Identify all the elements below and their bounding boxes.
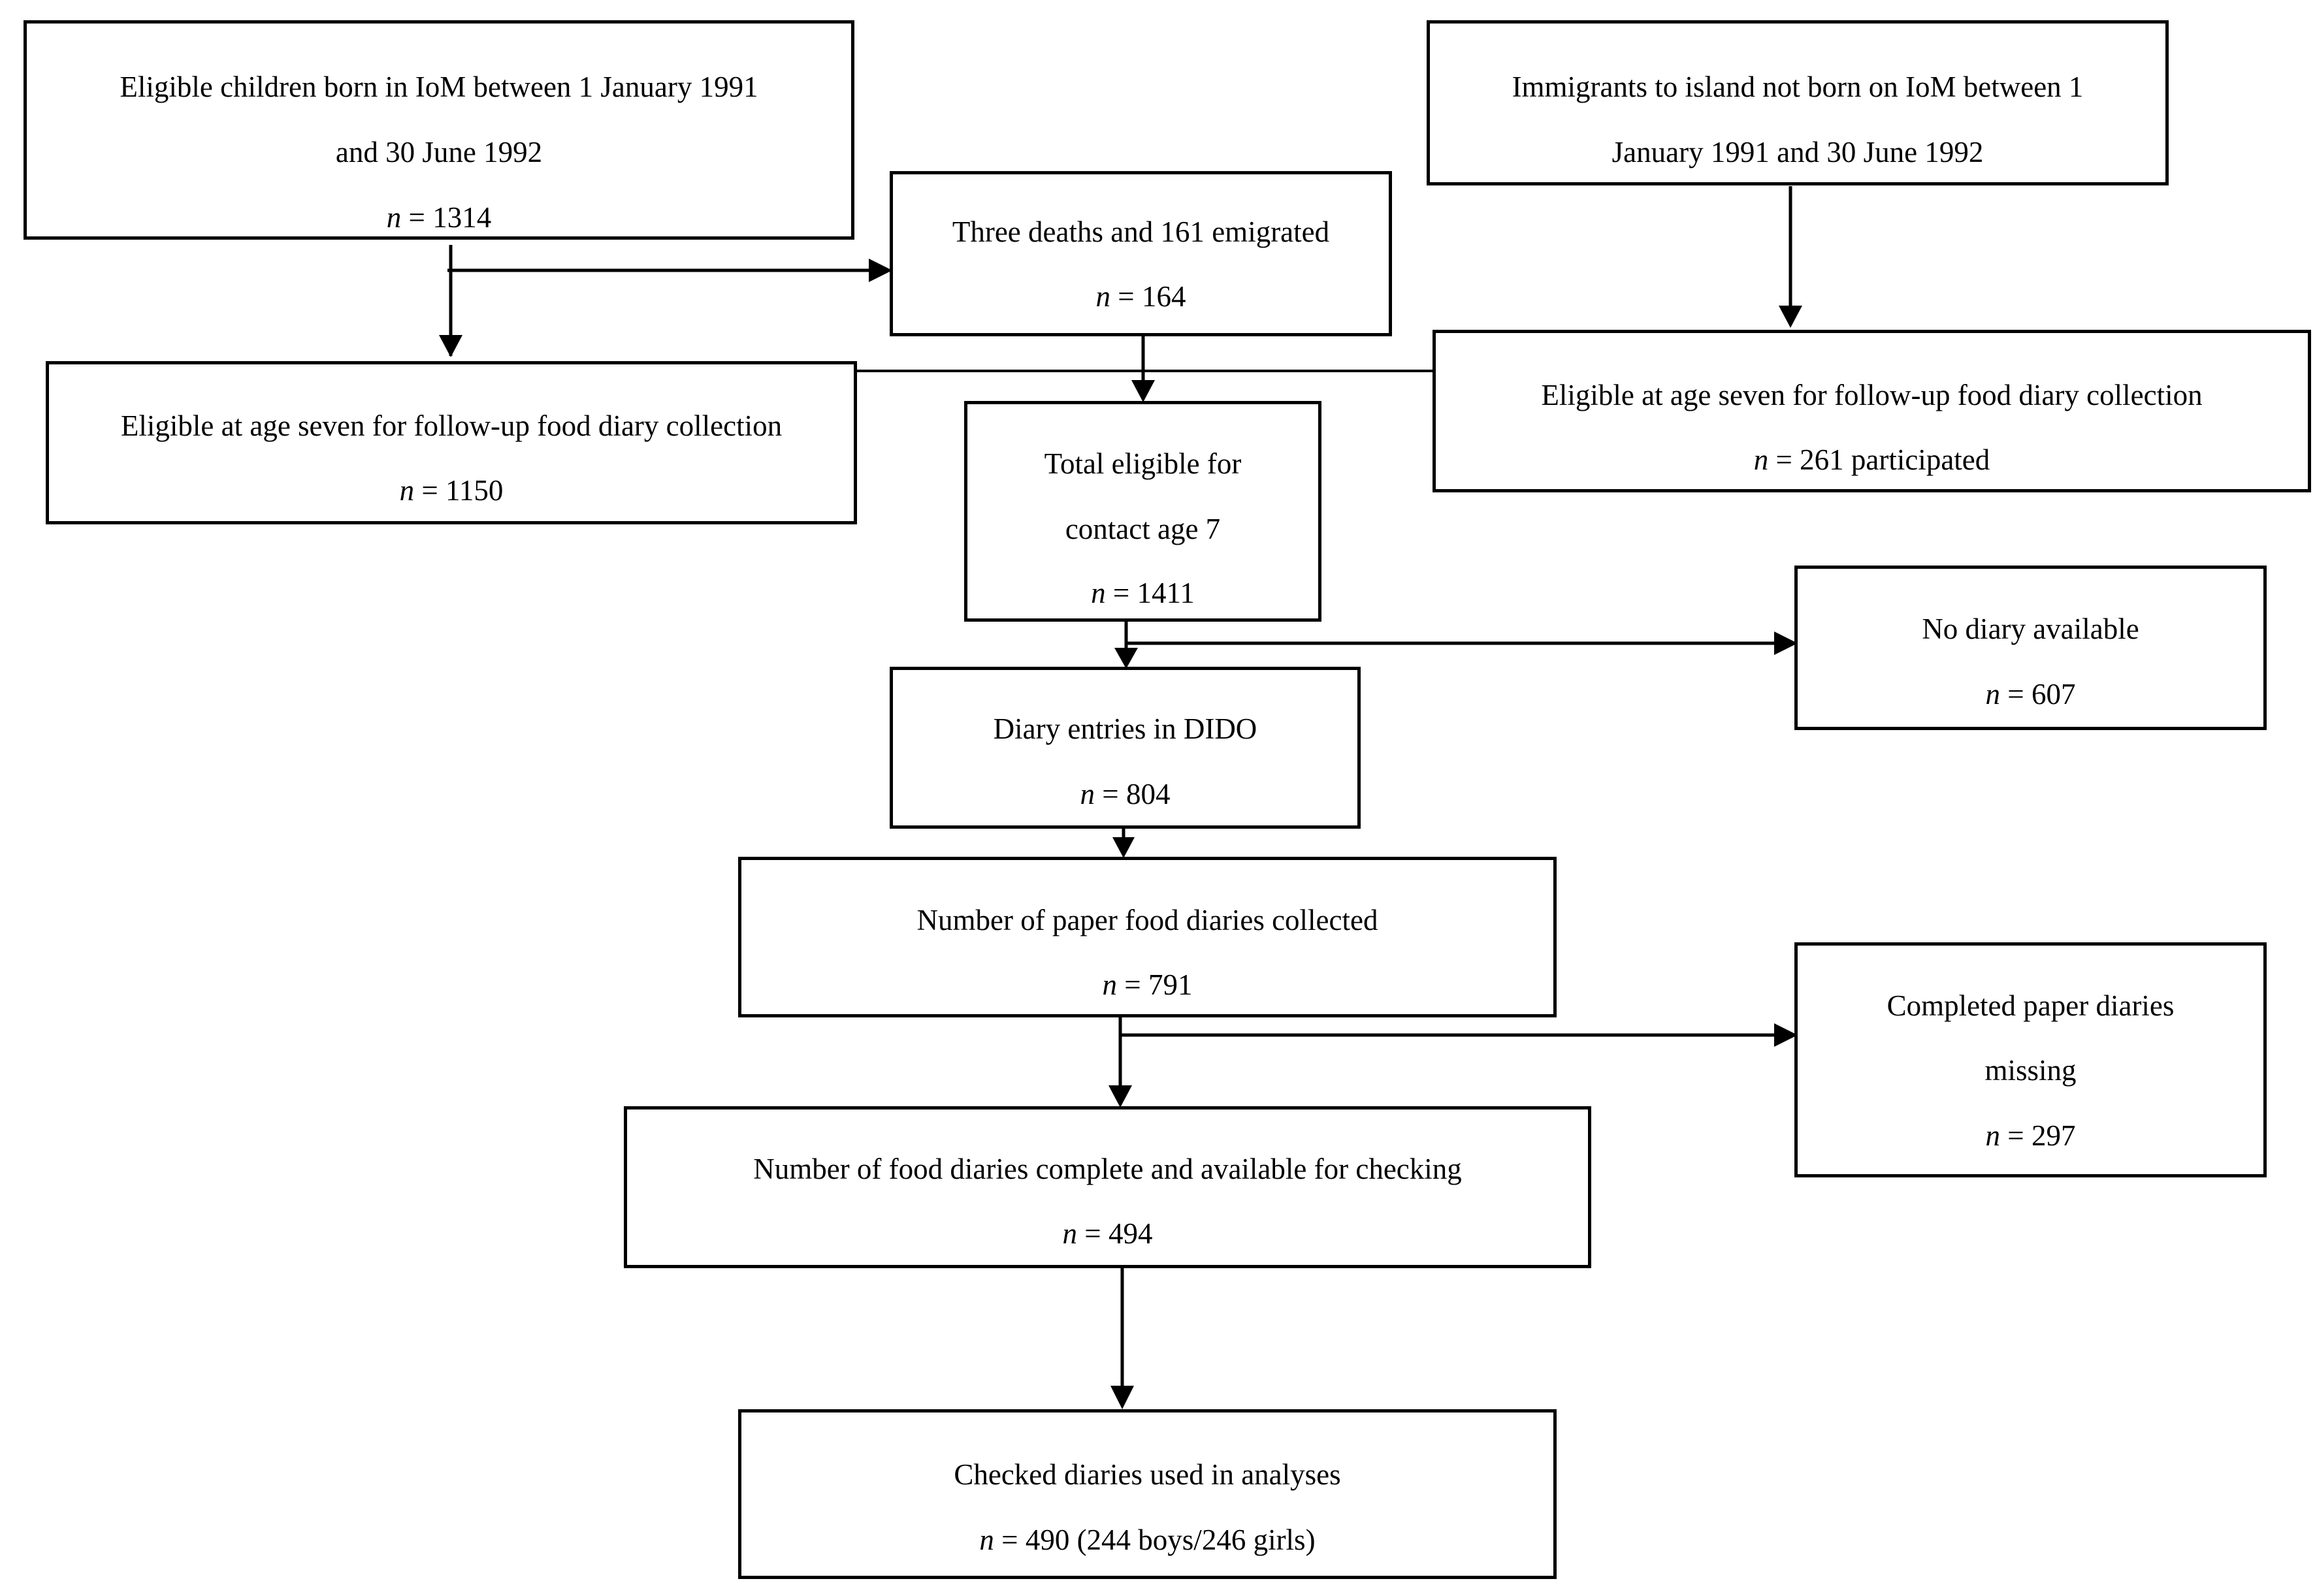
box-missing-n: 297 <box>2031 1119 2076 1152</box>
box-deaths-count: n = 164 <box>893 279 1389 314</box>
box-complete-count: n = 494 <box>627 1216 1588 1251</box>
box-dido-n: 804 <box>1125 778 1171 810</box>
box-paper-n: 791 <box>1148 968 1193 1001</box>
box-eligible-right-n: 261 participated <box>1800 443 1990 476</box>
box-checked-n: 490 (244 boys/246 girls) <box>1025 1524 1316 1556</box>
box-eligible-left-line-1: Eligible at age seven for follow-up food… <box>120 409 783 442</box>
arrowhead-deaths-to-total <box>1131 380 1155 402</box>
arrowhead-paper-to-missing <box>1774 1023 1798 1047</box>
box-eligible-right: Eligible at age seven for follow-up food… <box>1433 330 2311 492</box>
box-paper-count: n = 791 <box>741 967 1553 1002</box>
box-total-n: 1411 <box>1137 577 1195 609</box>
n-symbol: n <box>1080 778 1095 810</box>
box-no-diary-line-1: No diary available <box>1922 613 2139 645</box>
box-missing-count: n = 297 <box>1798 1118 2263 1153</box>
arrowhead-paper-to-complete <box>1109 1085 1132 1108</box>
box-dido: Diary entries in DIDO n = 804 <box>890 667 1361 829</box>
box-eligible-left-n: 1150 <box>445 474 504 507</box>
arrowhead-born-to-eligible <box>439 335 462 357</box>
box-immigrants: Immigrants to island not born on IoM bet… <box>1427 20 2169 185</box>
n-symbol: n <box>399 474 415 507</box>
box-immigrants-line-2: January 1991 and 30 June 1992 <box>1611 136 1984 168</box>
n-symbol: n <box>1091 577 1106 609</box>
arrowhead-total-to-nodiary <box>1774 631 1798 655</box>
box-born-line-1: Eligible children born in IoM between 1 … <box>120 71 758 103</box>
n-equals: = <box>414 474 446 507</box>
n-symbol: n <box>1062 1217 1078 1250</box>
box-eligible-right-line-1: Eligible at age seven for follow-up food… <box>1541 379 2203 411</box>
box-no-diary-n: 607 <box>2031 678 2076 710</box>
n-equals: = <box>1117 968 1148 1001</box>
n-equals: = <box>401 201 433 234</box>
n-symbol: n <box>1985 678 2001 710</box>
box-eligible-left-count: n = 1150 <box>49 473 854 508</box>
box-born-count: n = 1314 <box>27 200 851 235</box>
n-symbol: n <box>1985 1119 2001 1152</box>
box-total-line-2: contact age 7 <box>1065 513 1221 545</box>
box-complete-line-1: Number of food diaries complete and avai… <box>753 1153 1462 1185</box>
arrowhead-total-to-dido <box>1114 648 1138 669</box>
arrowhead-dido-to-paper <box>1112 837 1135 858</box>
box-born-line-2: and 30 June 1992 <box>335 136 543 168</box>
n-equals: = <box>1110 280 1142 313</box>
n-equals: = <box>2000 678 2032 710</box>
box-eligible-left: Eligible at age seven for follow-up food… <box>46 361 857 524</box>
box-paper-line-1: Number of paper food diaries collected <box>916 904 1378 936</box>
n-symbol: n <box>979 1524 994 1556</box>
n-symbol: n <box>1095 280 1111 313</box>
box-paper-diaries: Number of paper food diaries collected n… <box>738 857 1557 1017</box>
arrowhead-complete-to-checked <box>1110 1386 1134 1409</box>
n-equals: = <box>2000 1119 2032 1152</box>
n-equals: = <box>1105 577 1137 609</box>
box-total-line-1: Total eligible for <box>1044 447 1242 480</box>
box-checked-line-1: Checked diaries used in analyses <box>954 1458 1341 1491</box>
box-checked-diaries: Checked diaries used in analyses n = 490… <box>738 1409 1557 1579</box>
box-total-count: n = 1411 <box>967 575 1318 611</box>
box-born-iom: Eligible children born in IoM between 1 … <box>24 20 854 240</box>
box-total-eligible: Total eligible for contact age 7 n = 141… <box>964 401 1321 622</box>
n-symbol: n <box>1102 968 1118 1001</box>
box-complete-diaries: Number of food diaries complete and avai… <box>624 1106 1591 1268</box>
arrowhead-immigrants-to-eligible <box>1779 306 1802 328</box>
box-dido-count: n = 804 <box>893 776 1357 812</box>
box-missing-line-1: Completed paper diaries <box>1886 989 2175 1022</box>
box-immigrants-line-1: Immigrants to island not born on IoM bet… <box>1512 71 2084 103</box>
box-checked-count: n = 490 (244 boys/246 girls) <box>741 1522 1553 1557</box>
box-deaths-emigrated: Three deaths and 161 emigrated n = 164 <box>890 171 1392 336</box>
n-symbol: n <box>386 201 402 234</box>
box-deaths-n: 164 <box>1141 280 1186 313</box>
box-no-diary-count: n = 607 <box>1798 677 2263 712</box>
n-symbol: n <box>1753 443 1769 476</box>
box-eligible-right-count: n = 261 participated <box>1436 442 2308 477</box>
box-born-n: 1314 <box>432 201 492 234</box>
arrowhead-born-to-deaths <box>869 259 892 282</box>
box-missing-line-2: missing <box>1984 1054 2077 1087</box>
n-equals: = <box>1095 778 1126 810</box>
box-dido-line-1: Diary entries in DIDO <box>993 712 1257 745</box>
box-deaths-line-1: Three deaths and 161 emigrated <box>952 215 1330 248</box>
box-no-diary: No diary available n = 607 <box>1794 566 2267 730</box>
n-equals: = <box>994 1524 1026 1556</box>
box-complete-n: 494 <box>1108 1217 1153 1250</box>
n-equals: = <box>1077 1217 1109 1250</box>
box-missing-diaries: Completed paper diaries missing n = 297 <box>1794 942 2267 1177</box>
n-equals: = <box>1768 443 1800 476</box>
